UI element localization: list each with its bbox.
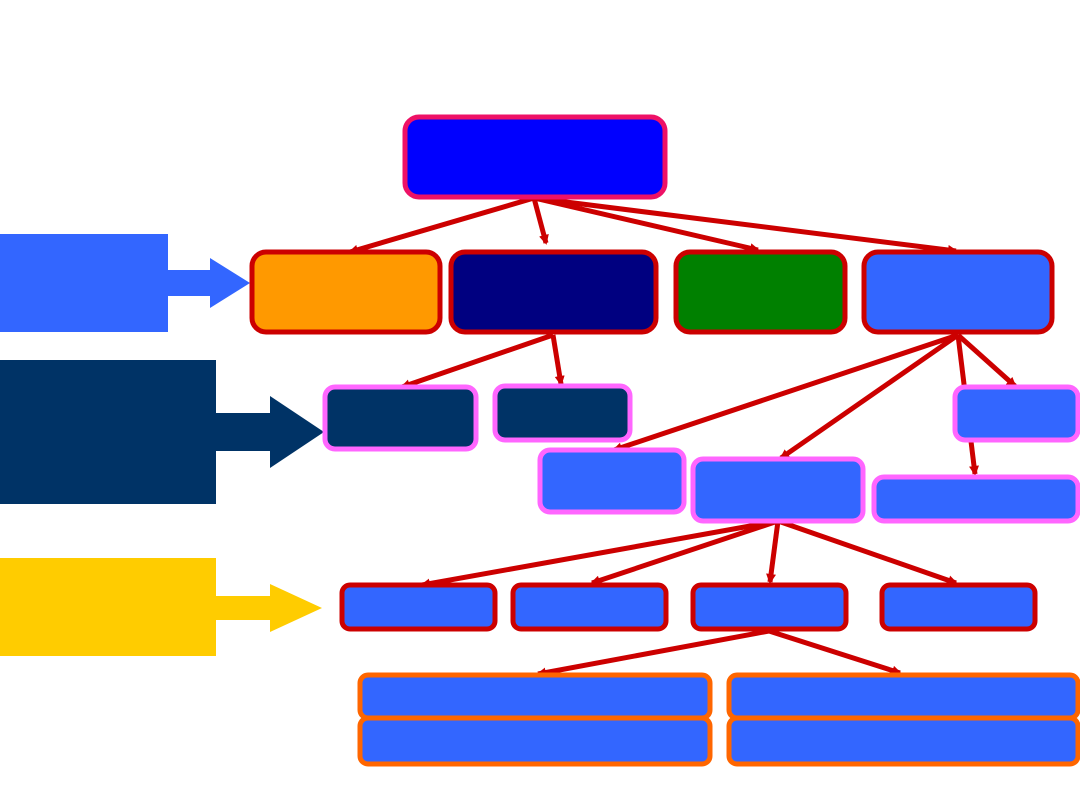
connector-root-to-navy — [531, 197, 549, 245]
level3-box-b — [510, 582, 669, 632]
connector-navy-to-dark-a — [400, 332, 554, 390]
level2-blue-box-c — [952, 384, 1080, 443]
callout-level1 — [0, 234, 250, 332]
connector-blue-b-to-l3-c — [766, 520, 781, 584]
connector-navy-to-dark-b — [550, 334, 565, 386]
callout-level2-arrow — [216, 396, 324, 468]
connector-blue-to-blue-a — [612, 332, 959, 453]
callout-level3 — [0, 558, 322, 656]
level4-box-b-bottom — [726, 715, 1080, 767]
level2-dark-box-b — [492, 383, 633, 443]
level1-blue-box — [861, 249, 1055, 335]
root-box — [402, 114, 668, 200]
connector-blue-b-to-l3-b — [590, 518, 779, 586]
level1-orange-box — [249, 249, 443, 335]
callout-level3-box — [0, 558, 216, 656]
level3-box-c — [690, 582, 849, 632]
connector-blue-b-to-l3-a — [420, 518, 779, 589]
callout-level2 — [0, 360, 324, 504]
connector-blue-to-blue-b — [779, 332, 960, 461]
connector-root-to-blue — [533, 195, 958, 255]
level2-blue-box-a — [537, 447, 687, 515]
level3-box-a — [339, 582, 498, 632]
level1-navy-box — [448, 249, 659, 335]
callout-level2-box — [0, 360, 216, 504]
level4-box-b-top — [726, 672, 1080, 721]
level4-box-a-bottom — [357, 715, 713, 767]
connectors — [348, 195, 1017, 678]
connector-blue-to-blue-c — [956, 333, 1017, 388]
connector-blue-b-to-l3-d — [777, 518, 958, 586]
callout-level3-arrow — [216, 584, 322, 632]
level2-blue-box-b — [690, 456, 866, 524]
connector-l3-c-to-l4-a — [536, 628, 770, 678]
callout-level1-box — [0, 234, 168, 332]
level2-dark-box-a — [322, 384, 479, 452]
callout-level1-arrow — [168, 258, 250, 308]
level1-green-box — [673, 249, 848, 335]
level4-box-a-top — [357, 672, 713, 721]
level2-blue-box-d — [871, 474, 1080, 524]
connector-root-to-orange — [348, 195, 535, 255]
connector-l3-c-to-l4-b — [768, 628, 902, 676]
level3-box-d — [879, 582, 1038, 632]
connector-root-to-green — [533, 195, 760, 254]
